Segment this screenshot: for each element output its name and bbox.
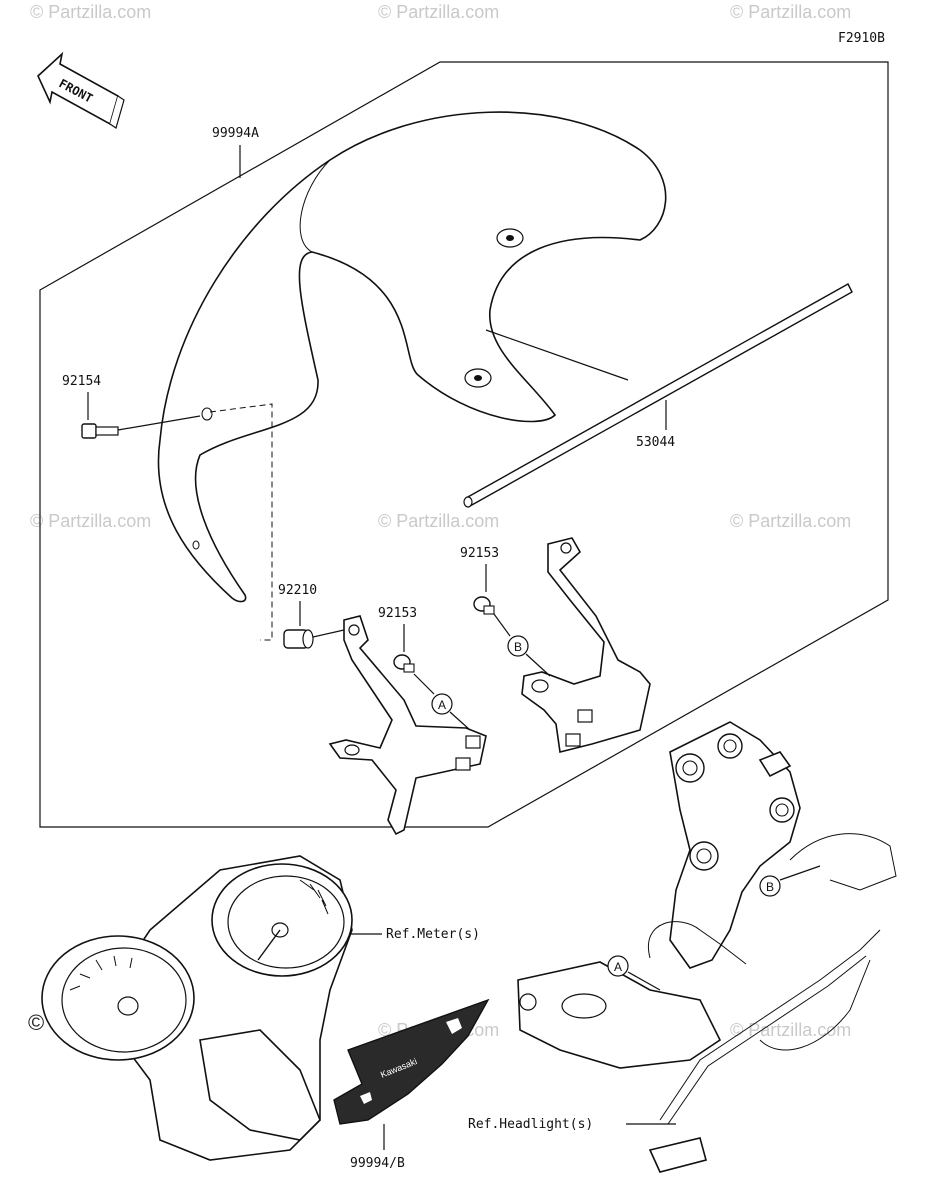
bolt-part bbox=[81, 423, 119, 439]
svg-text:B: B bbox=[766, 880, 774, 894]
headlight-bracket-assembly bbox=[517, 721, 897, 1173]
svg-text:A: A bbox=[614, 960, 622, 974]
callout-b-lower: B bbox=[759, 875, 781, 897]
label-92153-right: 92153 bbox=[460, 546, 499, 561]
screw-left-part bbox=[393, 654, 415, 673]
label-53044: 53044 bbox=[636, 435, 675, 450]
label-92154: 92154 bbox=[62, 374, 101, 389]
assembly-box bbox=[39, 61, 889, 828]
screw-right-part bbox=[473, 596, 495, 615]
label-99994b: 99994/B bbox=[350, 1156, 405, 1171]
front-arrow-icon: FRONT bbox=[37, 51, 125, 129]
watermark-bottom-right: © Partzilla.com bbox=[730, 1020, 851, 1040]
label-92210: 92210 bbox=[278, 583, 317, 598]
rod-part bbox=[463, 283, 853, 508]
figure-code: F2910B bbox=[838, 31, 885, 46]
watermark-top-center: © Partzilla.com bbox=[378, 2, 499, 22]
watermark-top-right: © Partzilla.com bbox=[730, 2, 851, 22]
watermark-top-left: © Partzilla.com bbox=[30, 2, 151, 22]
watermark-mid-left: © Partzilla.com bbox=[30, 511, 151, 531]
meter-assembly bbox=[41, 855, 353, 1161]
bracket-left-part bbox=[328, 615, 487, 836]
watermark-mid-right: © Partzilla.com bbox=[730, 511, 851, 531]
bracket-right-part bbox=[521, 537, 651, 753]
watermark-mid-center: © Partzilla.com bbox=[378, 511, 499, 531]
label-99994a: 99994A bbox=[212, 126, 259, 141]
callout-a-upper: A bbox=[431, 693, 453, 715]
windshield-part bbox=[157, 111, 667, 603]
collar-part bbox=[283, 629, 314, 649]
panel-part: Kawasaki bbox=[333, 998, 490, 1125]
svg-text:A: A bbox=[438, 698, 446, 712]
svg-text:B: B bbox=[514, 640, 522, 654]
label-ref-meter: Ref.Meter(s) bbox=[386, 927, 480, 942]
label-ref-headlight: Ref.Headlight(s) bbox=[468, 1117, 593, 1132]
label-92153-left: 92153 bbox=[378, 606, 417, 621]
callout-a-lower: A bbox=[607, 955, 629, 977]
callout-b-upper: B bbox=[507, 635, 529, 657]
